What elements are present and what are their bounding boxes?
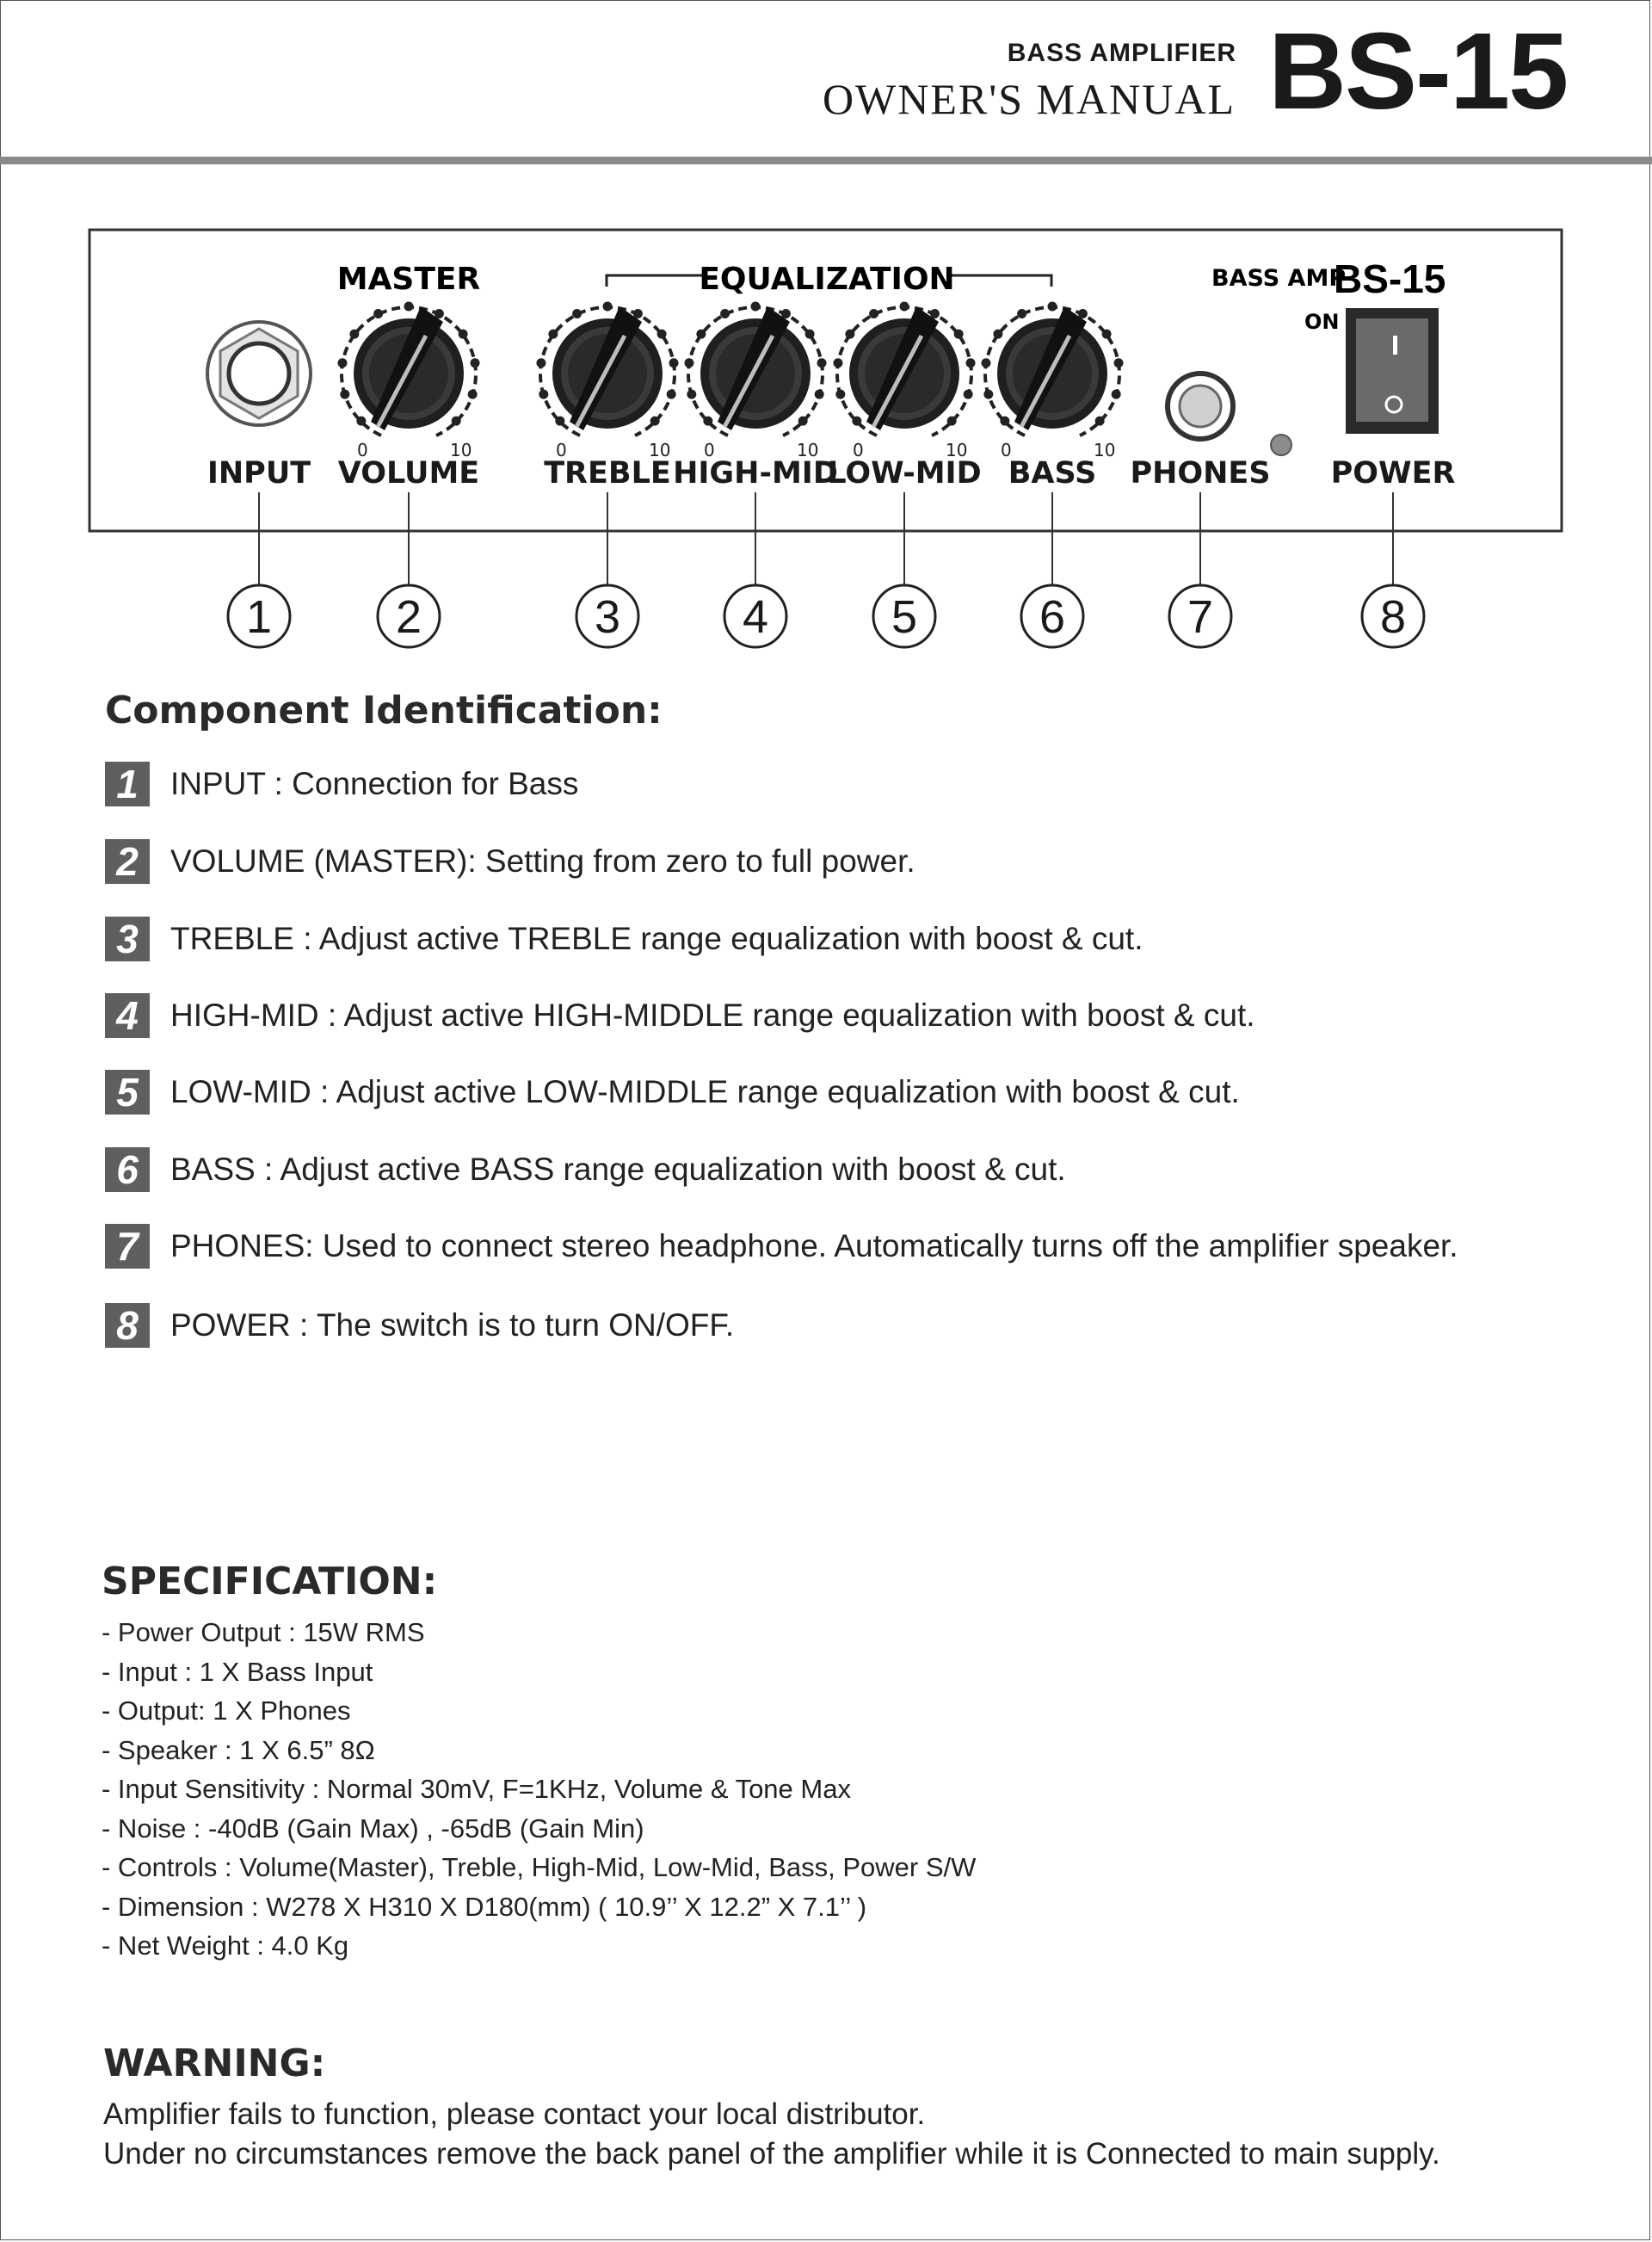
svg-text:10: 10 <box>797 440 818 460</box>
input-jack <box>206 320 312 427</box>
callout-circle <box>376 584 441 649</box>
callout-circle <box>1168 584 1233 649</box>
spec-item: - Speaker : 1 X 6.5” 8Ω <box>102 1734 375 1765</box>
component-item: 3 TREBLE : Adjust active TREBLE range equ… <box>105 915 1143 963</box>
callout-number: 7 <box>1187 591 1213 643</box>
header-divider <box>0 157 1652 164</box>
callout-circle <box>226 584 292 649</box>
knob-bass: 0 10 <box>981 301 1124 460</box>
component-description: INPUT : Connection for Bass <box>170 766 579 801</box>
component-item: 4 HIGH-MID : Adjust active HIGH-MIDDLE ra… <box>105 991 1255 1040</box>
control-label: TREBLE <box>544 456 671 491</box>
specification-title: SPECIFICATION: <box>102 1560 438 1603</box>
knob-volume: 0 10 <box>337 301 480 460</box>
power-led <box>1270 434 1292 456</box>
spec-item: - Output: 1 X Phones <box>102 1695 351 1726</box>
power-switch <box>1346 308 1439 434</box>
component-item: 7 PHONES: Used to connect stereo headphon… <box>105 1222 1458 1270</box>
spec-item: - Noise : -40dB (Gain Max) , -65dB (Gain… <box>102 1813 644 1844</box>
component-number-badge: 7 <box>105 1224 150 1269</box>
eq-bracket <box>605 274 1053 287</box>
callout-circle <box>723 584 788 649</box>
control-label: BASS <box>1008 456 1097 491</box>
power-on-label: ON <box>1304 310 1340 334</box>
component-item: 5 LOW-MID : Adjust active LOW-MIDDLE rang… <box>105 1068 1240 1116</box>
spec-item: - Net Weight : 4.0 Kg <box>102 1930 349 1961</box>
panel-model: BS-15 <box>1334 256 1446 301</box>
callout-group: 1 2 3 4 5 6 7 8 <box>226 492 1426 649</box>
svg-text:0: 0 <box>1001 440 1012 460</box>
component-number-badge: 2 <box>105 839 150 884</box>
component-description: VOLUME (MASTER): Setting from zero to fu… <box>170 843 915 879</box>
component-item: 1 INPUT : Connection for Bass <box>105 760 578 808</box>
control-label: INPUT <box>207 456 311 491</box>
specification-list: - Power Output : 15W RMS - Input : 1 X B… <box>102 1613 976 1966</box>
component-description: LOW-MID : Adjust active LOW-MIDDLE range… <box>170 1074 1240 1109</box>
callout-circle <box>1020 584 1085 649</box>
component-number-badge: 6 <box>105 1147 150 1192</box>
component-number-badge: 5 <box>105 1070 150 1115</box>
spec-item: - Controls : Volume(Master), Treble, Hig… <box>102 1852 977 1882</box>
warning-line: Under no circumstances remove the back p… <box>103 2137 1440 2171</box>
component-item: 8 POWER : The switch is to turn ON/OFF. <box>105 1301 734 1350</box>
svg-text:10: 10 <box>450 440 472 460</box>
component-description: HIGH-MID : Adjust active HIGH-MIDDLE ran… <box>170 997 1255 1033</box>
callout-number: 4 <box>743 591 768 643</box>
component-description: PHONES: Used to connect stereo headphone… <box>170 1228 1458 1263</box>
panel-outline <box>88 228 1563 533</box>
control-label: POWER <box>1331 456 1456 491</box>
spec-item: - Input Sensitivity : Normal 30mV, F=1KH… <box>102 1774 851 1804</box>
spec-item: - Input : 1 X Bass Input <box>102 1656 373 1687</box>
svg-text:10: 10 <box>649 440 670 460</box>
callout-number: 1 <box>246 591 272 643</box>
knob-high-mid: 0 10 <box>684 301 827 460</box>
svg-text:0: 0 <box>556 440 567 460</box>
control-label: HIGH-MID <box>673 456 838 491</box>
callout-number: 3 <box>595 591 620 643</box>
component-description: TREBLE : Adjust active TREBLE range equa… <box>170 921 1143 956</box>
warning-line: Amplifier fails to function, please cont… <box>103 2097 926 2131</box>
control-label: LOW-MID <box>827 456 981 491</box>
svg-text:0: 0 <box>704 440 715 460</box>
component-item: 2 VOLUME (MASTER): Setting from zero to f… <box>105 837 915 886</box>
component-number-badge: 1 <box>105 762 150 806</box>
callout-circle <box>575 584 640 649</box>
svg-text:10: 10 <box>946 440 967 460</box>
panel-brand: BASS AMP <box>1211 265 1346 292</box>
callout-number: 6 <box>1039 591 1065 643</box>
master-label: MASTER <box>337 262 480 297</box>
header-manual-title: OWNER'S MANUAL <box>822 75 1236 123</box>
spec-item: - Dimension : W278 X H310 X D180(mm) ( 1… <box>102 1891 867 1922</box>
callout-number: 8 <box>1380 591 1406 643</box>
svg-text:0: 0 <box>853 440 864 460</box>
component-description: BASS : Adjust active BASS range equaliza… <box>170 1152 1066 1187</box>
component-number-badge: 3 <box>105 917 150 961</box>
component-description: POWER : The switch is to turn ON/OFF. <box>170 1307 735 1343</box>
front-panel-diagram: BASS AMP BS-15 ON MASTER EQUALIZATION 0 1… <box>88 228 1563 649</box>
spec-item: - Power Output : 15W RMS <box>102 1617 425 1647</box>
callout-circle <box>1360 584 1426 649</box>
knob-treble: 0 10 <box>536 301 679 460</box>
control-label: VOLUME <box>338 456 479 491</box>
component-number-badge: 4 <box>105 993 150 1038</box>
phones-jack <box>1165 371 1236 442</box>
header-subtitle: BASS AMPLIFIER <box>1007 39 1236 67</box>
callout-number: 5 <box>891 591 917 643</box>
eq-label: EQUALIZATION <box>699 262 954 297</box>
warning-title: WARNING: <box>103 2041 326 2085</box>
component-item: 6 BASS : Adjust active BASS range equaliz… <box>105 1146 1066 1194</box>
knob-low-mid: 0 10 <box>833 301 976 460</box>
component-identification-title: Component Identification: <box>105 689 663 732</box>
control-label: PHONES <box>1130 456 1270 491</box>
knob-group: 0 10 0 10 0 10 0 10 0 10 <box>337 301 1124 460</box>
svg-text:0: 0 <box>357 440 368 460</box>
callout-number: 2 <box>396 591 422 643</box>
component-number-badge: 8 <box>105 1303 150 1348</box>
header-model: BS-15 <box>1268 10 1569 132</box>
callout-circle <box>872 584 937 649</box>
svg-text:10: 10 <box>1094 440 1115 460</box>
